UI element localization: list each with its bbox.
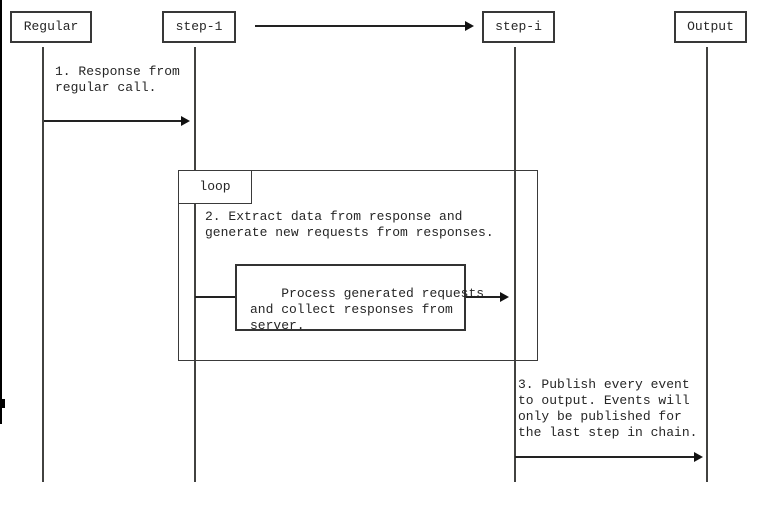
chain-arrowhead-icon: [465, 21, 474, 31]
actor-box-regular: Regular: [10, 11, 92, 43]
message-1-arrowhead-icon: [181, 116, 190, 126]
loop-label-box: loop: [178, 170, 252, 204]
message-3-text: 3. Publish every event to output. Events…: [518, 377, 698, 440]
process-requests-text: Process generated requests and collect r…: [250, 286, 485, 333]
message-1-text: 1. Response from regular call.: [55, 64, 180, 95]
loop-fragment-frame: [178, 170, 538, 361]
actor-label-output: Output: [687, 19, 734, 34]
loop-label: loop: [199, 179, 231, 194]
actor-label-step-1: step-1: [175, 19, 223, 34]
actor-box-step-i: step-i: [482, 11, 555, 43]
lifeline-step-i: [514, 47, 516, 482]
actor-box-step-1: step-1: [162, 11, 236, 43]
process-out-arrowhead-icon: [500, 292, 509, 302]
message-1-arrow-shaft: [44, 120, 182, 122]
lifeline-output: [706, 47, 708, 482]
lifeline-step-1: [194, 47, 196, 482]
message-3-arrowhead-icon: [694, 452, 703, 462]
actor-label-step-i: step-i: [495, 19, 542, 34]
process-in-line: [195, 296, 235, 298]
actor-box-output: Output: [674, 11, 747, 43]
actor-label-regular: Regular: [23, 19, 79, 34]
process-out-arrow-shaft: [466, 296, 501, 298]
left-border-artifact: [0, 0, 2, 424]
process-requests-box: Process generated requests and collect r…: [235, 264, 484, 333]
message-2-text: 2. Extract data from response and genera…: [205, 209, 494, 240]
message-3-arrow-shaft: [515, 456, 695, 458]
chain-arrow-shaft: [255, 25, 467, 27]
lifeline-regular: [42, 47, 44, 482]
left-border-tick: [0, 399, 5, 408]
